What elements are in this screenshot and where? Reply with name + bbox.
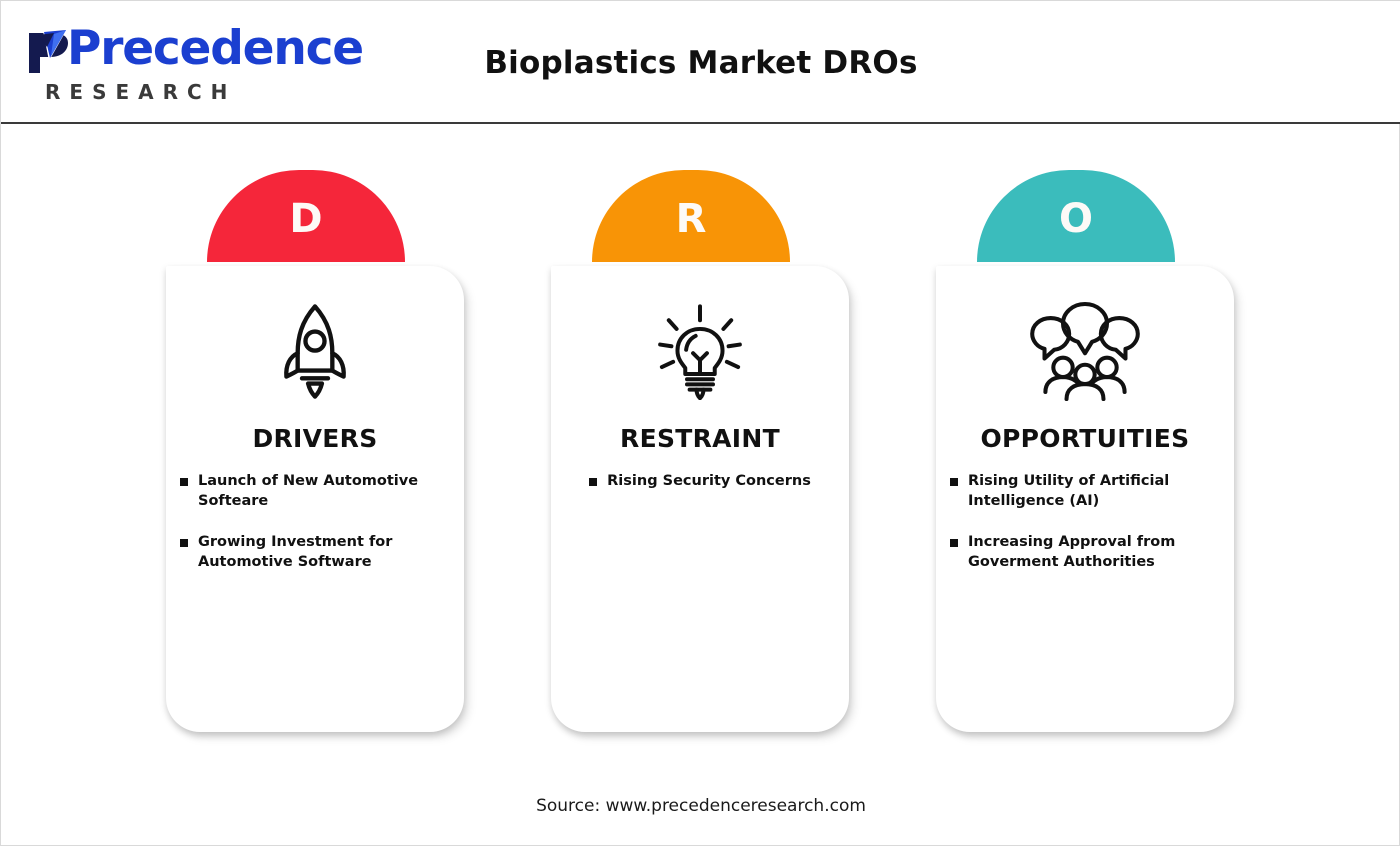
people-speech-bubbles-icon [936,288,1234,408]
cap-restraint: R [592,170,790,262]
cap-letter-restraint: R [675,196,707,242]
cap-letter-opportunities: O [1058,196,1093,242]
lightbulb-icon [551,288,849,408]
precedence-research-logo: Precedence RESEARCH [21,23,364,104]
card-title-drivers: DRIVERS [252,424,378,453]
bullet-text: Growing Investment for Automotive Softwa… [198,534,393,570]
logo-wordmark: Precedence [67,21,364,76]
list-item: Launch of New Automotive Softeare [180,472,450,511]
bullet-square-icon [180,478,188,486]
list-item: Rising Security Concerns [559,472,841,492]
column-opportunities: O [916,124,1236,744]
bullet-text: Rising Security Concerns [607,473,811,489]
card-opportunities: OPPORTUITIES Rising Utility of Artificia… [936,266,1234,732]
cap-opportunities: O [977,170,1175,262]
column-restraint: R [531,124,851,744]
bullet-square-icon [589,478,598,486]
bullet-list-restraint: Rising Security Concerns [551,472,849,514]
logo-subtitle: RESEARCH [45,80,237,104]
bullet-square-icon [950,478,958,486]
card-title-opportunities: OPPORTUITIES [980,424,1190,453]
cap-letter-drivers: D [289,196,323,242]
card-title-restraint: RESTRAINT [620,424,780,453]
rocket-icon [166,288,464,408]
precedence-p-arrow-logo-icon [21,23,77,79]
source-attribution: Source: www.precedenceresearch.com [536,796,866,816]
list-item: Growing Investment for Automotive Softwa… [180,533,450,572]
bullet-list-opportunities: Rising Utility of Artificial Intelligenc… [936,472,1234,594]
list-item: Increasing Approval from Goverment Autho… [950,533,1220,572]
bullet-text: Rising Utility of Artificial Intelligenc… [968,473,1170,509]
list-item: Rising Utility of Artificial Intelligenc… [950,472,1220,511]
bullet-text: Increasing Approval from Goverment Autho… [968,534,1176,570]
dro-columns: D DRIVERS [1,124,1400,784]
bullet-square-icon [950,539,958,548]
bullet-list-drivers: Launch of New Automotive Softeare Growin… [166,472,464,594]
bullet-text: Launch of New Automotive Softeare [198,473,419,509]
card-restraint: RESTRAINT Rising Security Concerns [551,266,849,732]
column-drivers: D DRIVERS [146,124,466,744]
cap-drivers: D [207,170,405,262]
page-title: Bioplastics Market DROs [484,45,918,81]
card-drivers: DRIVERS Launch of New Automotive Softear… [166,266,464,732]
header-bar: Precedence RESEARCH Bioplastics Market D… [1,1,1400,124]
bullet-square-icon [180,539,188,548]
